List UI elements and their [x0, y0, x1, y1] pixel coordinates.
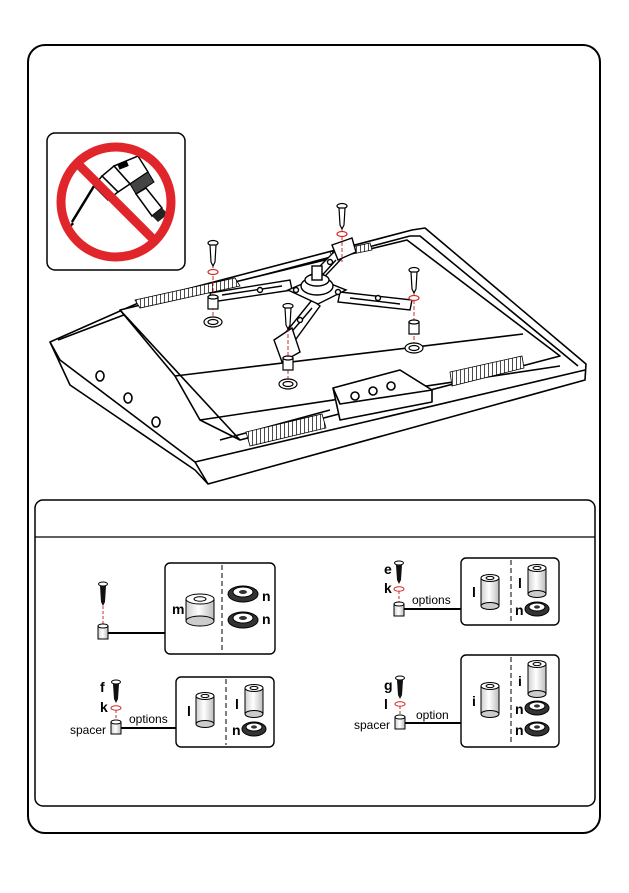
- screw-icon: [404, 266, 424, 354]
- label-l: l: [384, 696, 388, 712]
- label-k: k: [384, 580, 392, 596]
- label-n: n: [515, 722, 524, 738]
- option-label: option: [416, 708, 449, 722]
- label-i: i: [472, 693, 476, 709]
- label-g: g: [384, 677, 393, 693]
- hardware-section: [34, 499, 596, 807]
- screw-icon: [394, 675, 406, 717]
- spacer-l-icon: [527, 564, 547, 598]
- washer-n-icon: [241, 721, 267, 737]
- label-l: l: [518, 575, 522, 591]
- screw-icon: [110, 679, 122, 722]
- spacer-label: spacer: [70, 723, 106, 737]
- mount-bracket: [209, 237, 413, 364]
- label-n: n: [515, 701, 524, 717]
- label-n: n: [515, 602, 524, 618]
- label-l: l: [187, 703, 191, 719]
- washer-n-icon: [227, 585, 259, 603]
- screw-icon: [393, 560, 405, 604]
- screw-icon: [278, 302, 298, 390]
- prohibition-slash: [73, 159, 159, 245]
- mounting-screws: [203, 202, 424, 390]
- screw-icon: [336, 202, 348, 238]
- options-label: options: [412, 593, 451, 607]
- label-n: n: [232, 722, 241, 738]
- screw-icon: [98, 581, 108, 626]
- spacer-small-icon: [394, 714, 406, 730]
- no-drill-warning: [46, 132, 186, 271]
- options-label: options: [129, 712, 168, 726]
- hardware-option-b: e k options: [384, 557, 560, 626]
- parts-box-a: [164, 562, 276, 655]
- label-i: i: [518, 673, 522, 689]
- prohibition-circle: [56, 142, 176, 262]
- washer-n-icon: [524, 700, 550, 716]
- label-n: n: [262, 588, 271, 604]
- spacer-l-icon: [244, 684, 264, 718]
- label-l: l: [235, 696, 239, 712]
- spacer-l-icon: [195, 692, 215, 728]
- spacer-l-icon: [480, 574, 500, 610]
- label-m: m: [172, 601, 184, 617]
- hardware-option-c: f k spacer options: [70, 676, 275, 748]
- label-f: f: [100, 679, 105, 695]
- page-frame: [27, 44, 601, 834]
- screw-icon: [203, 239, 223, 328]
- washer-n-icon: [524, 601, 550, 617]
- washer-n-icon: [227, 611, 259, 629]
- label-e: e: [384, 561, 392, 577]
- spacer-i-icon: [480, 682, 500, 718]
- spacer-small-icon: [393, 601, 405, 617]
- tv-vents: [134, 242, 525, 447]
- spacer-i-icon: [527, 660, 547, 698]
- spacer-small-icon: [97, 623, 109, 640]
- label-n: n: [262, 611, 271, 627]
- spacer-small-icon: [110, 719, 122, 735]
- hardware-option-d: g l spacer option: [354, 654, 560, 748]
- label-l: l: [472, 584, 476, 600]
- spacer-label: spacer: [354, 718, 390, 732]
- spacer-m-icon: [185, 593, 215, 627]
- hardware-option-a: m n n: [97, 562, 276, 655]
- label-k: k: [100, 699, 108, 715]
- washer-n-icon: [524, 721, 550, 737]
